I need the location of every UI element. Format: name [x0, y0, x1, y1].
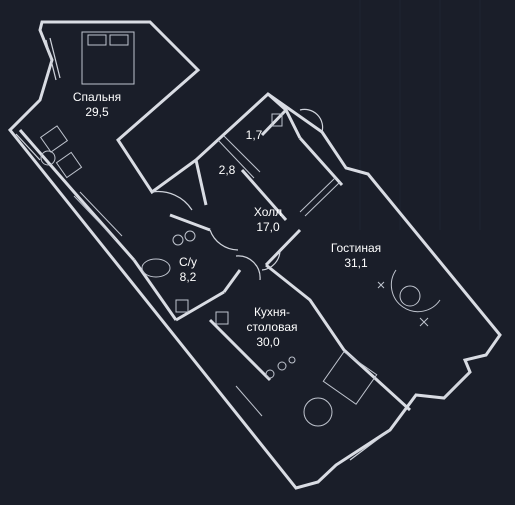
- hall-area: 17,0: [256, 220, 280, 234]
- closet-small-area: 1,7: [246, 128, 263, 142]
- bathroom-name: С/у: [179, 255, 197, 269]
- bedroom-area: 29,5: [85, 105, 109, 119]
- closet-area: 2,8: [219, 163, 236, 177]
- living-room-name: Гостиная: [331, 241, 381, 255]
- inner-walls: [18, 92, 412, 412]
- bathroom-fixtures: [141, 113, 283, 313]
- kitchen-name-line1: Кухня-: [254, 305, 290, 319]
- bed: [81, 31, 135, 85]
- windows: [15, 37, 471, 461]
- dining-furniture: [215, 311, 378, 427]
- kitchen-name-line2: столовая: [247, 320, 298, 334]
- bedroom-name: Спальня: [73, 90, 121, 104]
- wardrobes: [73, 135, 341, 241]
- kitchen-area: 30,0: [256, 335, 280, 349]
- background-grid: [359, 0, 481, 230]
- armchairs: [39, 125, 83, 179]
- doors: [151, 108, 324, 281]
- room-labels: Спальня 29,5 1,7 2,8 Холл 17,0 Гостиная …: [73, 90, 381, 349]
- bathroom-area: 8,2: [180, 270, 197, 284]
- living-furniture: [377, 269, 441, 327]
- living-room-area: 31,1: [344, 256, 368, 270]
- hall-name: Холл: [254, 205, 282, 219]
